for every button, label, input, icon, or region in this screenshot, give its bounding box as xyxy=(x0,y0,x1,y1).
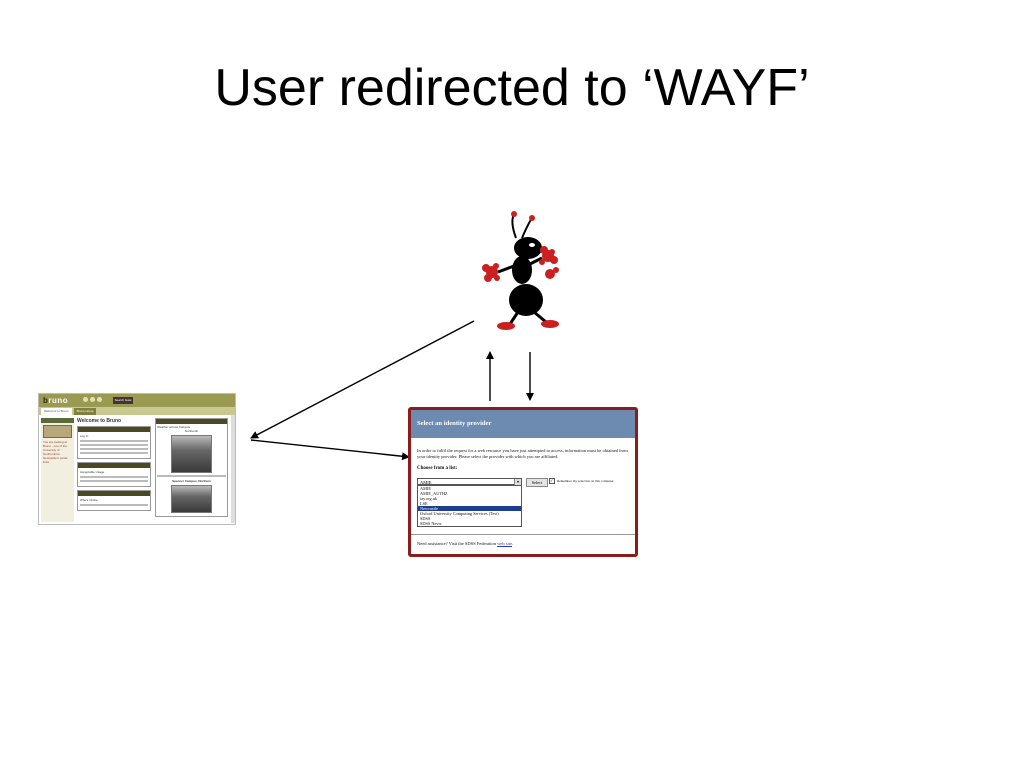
bruno-usage-box: Acceptable Usage xyxy=(77,462,151,487)
bruno-left-text: You are looking at Bruno - one of the Un… xyxy=(43,440,68,464)
option-amie[interactable]: AMIE xyxy=(420,486,431,491)
option-iay[interactable]: iay.org.uk xyxy=(420,496,438,501)
bruno-online-box: Who's Online xyxy=(77,490,151,511)
arrow-bruno-to-wayf xyxy=(250,439,410,461)
option-sdss[interactable]: SDSS xyxy=(420,516,431,521)
bruno-campus-photo-1 xyxy=(171,435,212,473)
bruno-scrollbar xyxy=(231,415,235,523)
slide-title: User redirected to ‘WAYF’ xyxy=(214,59,810,117)
bruno-top-bar: bruno Search Gate xyxy=(39,394,235,407)
bruno-tabs: Welcome to Bruno Bruno Home xyxy=(39,407,235,415)
bruno-left-column: You are looking at Bruno - one of the Un… xyxy=(41,418,74,522)
bruno-tab-welcome: Welcome to Bruno xyxy=(41,408,72,415)
option-sdss-nevis[interactable]: SDSS Nevis xyxy=(420,521,442,526)
ant-mascot-icon xyxy=(482,211,559,330)
wayf-divider xyxy=(411,534,635,535)
bruno-tab-home: Bruno Home xyxy=(73,408,97,415)
option-lse[interactable]: LSE xyxy=(420,501,428,506)
wayf-header: Select an identity provider xyxy=(411,410,635,438)
remember-checkbox[interactable]: ✓ xyxy=(549,478,555,485)
arrow-ant-to-bruno xyxy=(250,320,475,439)
wayf-description: In order to fulfil the request for a web… xyxy=(417,448,628,459)
option-newcastle[interactable]: Newcastle xyxy=(418,506,521,511)
identity-provider-options[interactable]: AMIE AMIE_AUTHZ iay.org.uk LSE Newcastle… xyxy=(417,485,522,527)
wayf-dialog: Select an identity provider In order to … xyxy=(408,407,638,557)
wayf-choose-label: Choose from a list: xyxy=(417,466,458,471)
bruno-logo: bruno xyxy=(43,396,69,405)
bruno-weather-box: Weather across Campus Northumb Spencer C… xyxy=(155,418,228,517)
bruno-search-button: Search Gate xyxy=(113,397,133,404)
bruno-right-column: Weather across Campus Northumb Spencer C… xyxy=(155,418,228,522)
bruno-campus-photo-2 xyxy=(171,485,212,513)
remember-selection[interactable]: ✓Remember my selection on this computer xyxy=(549,478,614,485)
identity-provider-select[interactable]: AMIE ▾ xyxy=(417,478,522,485)
select-button[interactable]: Select xyxy=(526,478,548,487)
bruno-logo-image xyxy=(43,425,72,438)
bruno-login-box: Log In xyxy=(77,426,151,459)
chevron-down-icon[interactable]: ▾ xyxy=(514,479,521,485)
option-amie-authz[interactable]: AMIE_AUTHZ xyxy=(420,491,448,496)
bruno-welcome-heading: Welcome to Bruno xyxy=(77,418,122,424)
bruno-portal-screenshot: bruno Search Gate Welcome to Bruno Bruno… xyxy=(38,393,236,525)
option-oxford[interactable]: Oxford University Computing Services (Te… xyxy=(420,511,499,516)
federation-website-link[interactable]: web site xyxy=(497,541,513,546)
wayf-assistance: Need assistance? Visit the SDSS Federati… xyxy=(417,541,514,546)
bruno-main-column: Welcome to Bruno Log In Acceptable Usage… xyxy=(77,418,151,522)
bruno-top-links xyxy=(83,397,102,402)
